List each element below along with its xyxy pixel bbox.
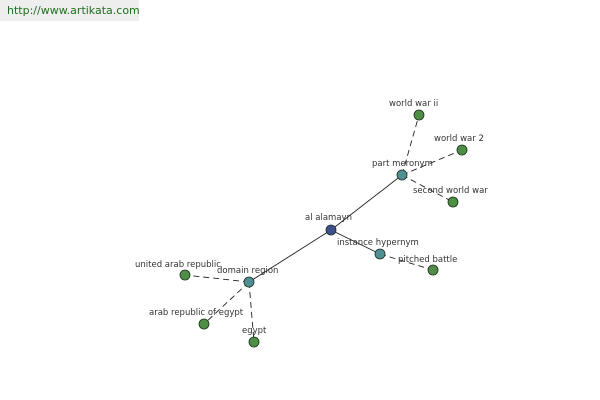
label-second-world-war: second world war	[413, 186, 488, 196]
label-part-meronym: part meronym	[372, 159, 433, 169]
node-instance-hypernym[interactable]	[374, 248, 386, 260]
label-domain-region: domain region	[217, 266, 278, 276]
graph-nodes	[179, 109, 468, 348]
node-egypt[interactable]	[248, 336, 260, 348]
graph-labels: al alamayn part meronym instance hypernym d…	[135, 99, 488, 336]
node-part-meronym[interactable]	[396, 169, 408, 181]
label-al-alamayn: al alamayn	[305, 213, 352, 223]
label-egypt: egypt	[242, 326, 267, 336]
label-united-arab-republic: united arab republic	[135, 260, 221, 270]
watermark-url[interactable]: http://www.artikata.com	[7, 4, 140, 17]
node-arab-republic-of-egypt[interactable]	[198, 318, 210, 330]
node-second-world-war[interactable]	[447, 196, 459, 208]
label-arab-republic-of-egypt: arab republic of egypt	[149, 308, 244, 318]
edge-part-meronym-to-world-war-2	[401, 149, 463, 176]
node-domain-region[interactable]	[243, 276, 255, 288]
label-world-war-ii: world war ii	[389, 99, 438, 109]
edge-al-alamayn-to-instance-hypernym	[330, 229, 381, 255]
edge-domain-region-to-arab-republic-of-egypt	[203, 281, 250, 325]
graph-edges	[184, 114, 463, 343]
edge-al-alamayn-to-part-meronym	[330, 174, 403, 231]
label-instance-hypernym: instance hypernym	[337, 238, 419, 248]
node-world-war-ii[interactable]	[413, 109, 425, 121]
edge-domain-region-to-united-arab-republic	[184, 274, 250, 283]
node-pitched-battle[interactable]	[427, 264, 439, 276]
edge-domain-region-to-egypt	[248, 281, 255, 343]
node-al-alamayn[interactable]	[325, 224, 337, 236]
edge-al-alamayn-to-domain-region	[248, 229, 332, 283]
label-world-war-2: world war 2	[434, 134, 484, 144]
node-world-war-2[interactable]	[456, 144, 468, 156]
url-banner: http://www.artikata.com	[0, 0, 140, 21]
edge-part-meronym-to-world-war-ii	[401, 114, 420, 176]
label-pitched-battle: pitched battle	[398, 255, 457, 265]
node-united-arab-republic[interactable]	[179, 269, 191, 281]
